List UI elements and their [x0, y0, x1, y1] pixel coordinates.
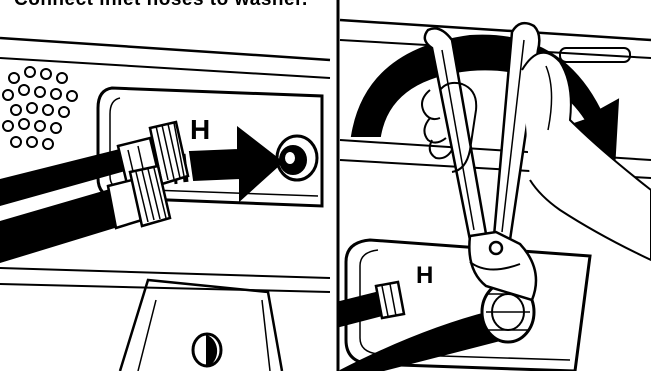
support-bracket — [120, 280, 282, 371]
right-panel — [340, 20, 651, 371]
instruction-caption: Connect inlet hoses to washer. — [14, 0, 651, 11]
hot-inlet-label-right: H — [416, 264, 433, 288]
hot-inlet-label-left: H — [190, 116, 210, 144]
valve-inlet — [277, 136, 317, 180]
vent-holes — [3, 67, 77, 149]
left-panel — [0, 38, 330, 371]
